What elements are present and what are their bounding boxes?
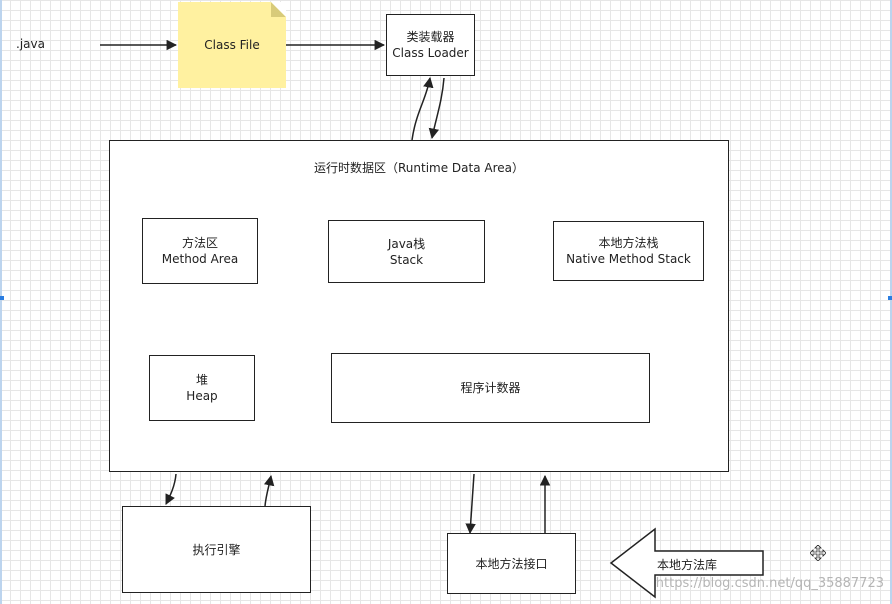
java-stack-cn: Java栈 (387, 236, 426, 251)
pc-register-label: 程序计数器 (460, 381, 521, 395)
native-stack-en: Native Method Stack (566, 252, 691, 266)
class-file-note[interactable]: Class File (178, 2, 286, 88)
left-border (0, 0, 2, 604)
arrow-runtime-to-interface (465, 473, 476, 535)
native-method-stack-box[interactable]: 本地方法栈 Native Method Stack (553, 221, 704, 281)
runtime-area-title: 运行时数据区（Runtime Data Area） (313, 161, 525, 175)
pc-register-box[interactable]: 程序计数器 (331, 353, 650, 423)
method-area-box[interactable]: 方法区 Method Area (142, 218, 258, 284)
heap-cn: 堆 (195, 373, 208, 387)
native-interface-label: 本地方法接口 (475, 556, 548, 571)
java-source-label: .java (16, 37, 45, 51)
move-icon (809, 544, 827, 562)
method-area-cn: 方法区 (181, 236, 218, 250)
class-loader-en: Class Loader (392, 46, 469, 60)
class-loader-cn: 类装载器 (406, 30, 455, 44)
native-interface-box[interactable]: 本地方法接口 (447, 533, 576, 594)
heap-box[interactable]: 堆 Heap (149, 355, 255, 421)
native-stack-cn: 本地方法栈 (598, 236, 659, 250)
watermark: https://blog.csdn.net/qq_35887723 (655, 576, 884, 591)
java-stack-en: Stack (389, 252, 424, 267)
arrow-engine-to-runtime (263, 474, 275, 507)
right-border (890, 0, 892, 604)
selection-handle[interactable] (0, 296, 4, 300)
execution-engine-box[interactable]: 执行引擎 (122, 506, 311, 593)
native-library-label: 本地方法库 (657, 558, 718, 572)
big-arrow-native-library (609, 527, 764, 599)
class-file-label: Class File (204, 38, 260, 52)
execution-engine-label: 执行引擎 (192, 542, 241, 557)
heap-en: Heap (186, 389, 218, 403)
method-area-en: Method Area (161, 252, 239, 266)
java-stack-box[interactable]: Java栈 Stack (328, 220, 485, 283)
arrow-runtime-to-loader (411, 76, 434, 141)
selection-handle[interactable] (888, 296, 892, 300)
class-loader-box[interactable]: 类装载器 Class Loader (386, 14, 475, 76)
arrow-loader-to-runtime (428, 77, 445, 140)
arrow-runtime-to-engine (165, 473, 177, 505)
